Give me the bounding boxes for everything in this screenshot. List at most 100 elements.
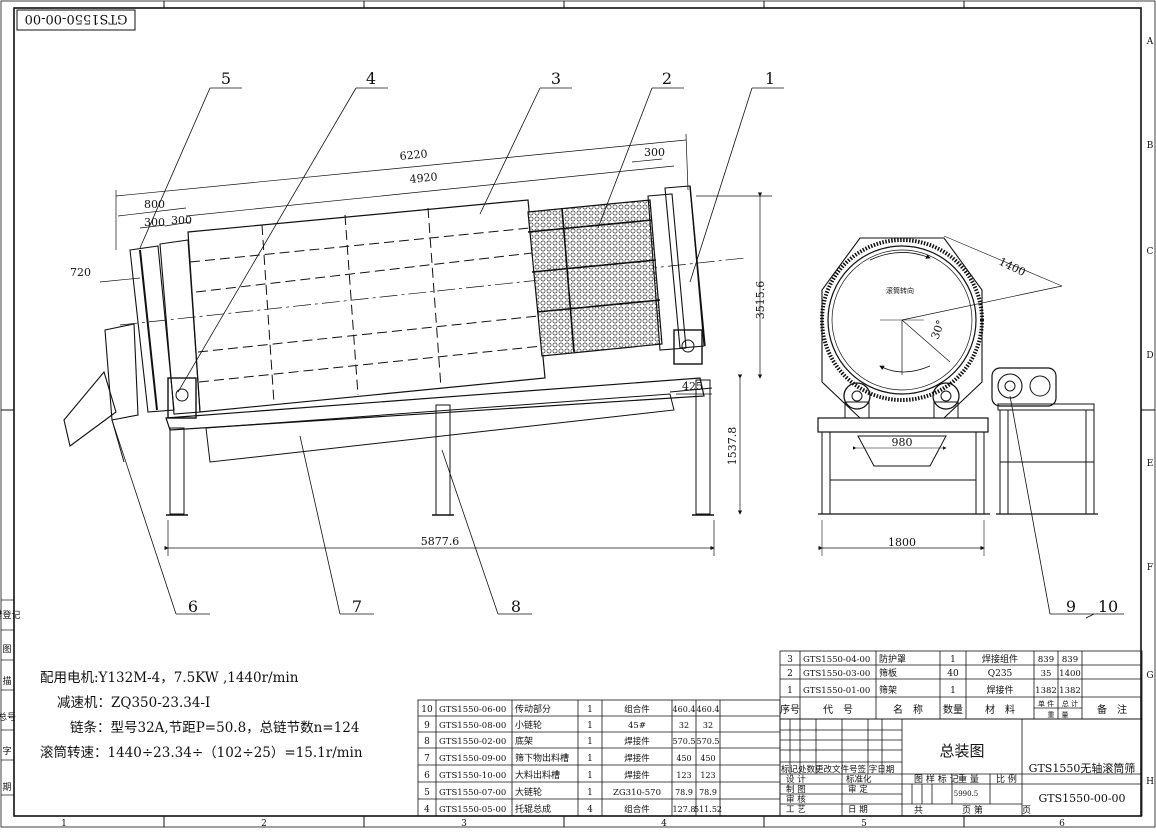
title-block-grid [779, 718, 1143, 817]
change-row-label: 标记处数更改文件号签 字日期 [781, 764, 894, 775]
bom-cell-unit: 35 [1041, 669, 1052, 679]
bom-cell-material: 组合件 [624, 804, 650, 815]
left-margin-label: 描 [2, 675, 11, 687]
bom-cell-code: GTS1550-04-00 [803, 655, 870, 665]
bom-header-no: 序号 [780, 703, 800, 716]
bom-cell-code: GTS1550-09-00 [439, 754, 506, 764]
bom-cell-total: 1400 [1059, 669, 1081, 679]
bom-cell-code: GTS1550-06-00 [439, 705, 506, 715]
bom-cell-code: GTS1550-07-00 [439, 788, 506, 798]
sheet-label: 页 第 [962, 804, 983, 816]
bom-cell-total: 1382 [1059, 686, 1081, 696]
bom-header-name: 名 称 [893, 703, 923, 716]
bom-header-remark: 备 注 [1097, 703, 1127, 716]
drawing-title: 总装图 [939, 742, 984, 760]
dim-720: 720 [70, 266, 91, 279]
part-balloon-number: 10 [1098, 597, 1118, 616]
bom-cell-name: 底架 [515, 735, 533, 747]
bom-cell-material: 45# [628, 721, 646, 731]
bom-cell-no: 1 [787, 686, 793, 696]
left-margin-label: 总号 [0, 711, 16, 723]
bom-cell-material: 焊接件 [624, 736, 650, 747]
bom-cell-qty: 40 [947, 669, 959, 679]
bom-header-code: 代 号 [823, 704, 853, 716]
part-balloon-number: 8 [511, 597, 521, 616]
perforated-screen [527, 199, 663, 357]
grid-column-label: 1 [61, 819, 67, 828]
scale-header: 比 例 [996, 773, 1017, 785]
bom-cell-qty: 1 [587, 771, 593, 781]
total-sheets-label: 共 [914, 805, 923, 816]
part-balloon-number: 9 [1066, 597, 1076, 616]
code-stamp: GTS1550-00-00 [16, 9, 136, 31]
weight-header: 重 量 [958, 773, 979, 785]
bom-cell-name: 传动部分 [515, 703, 551, 715]
check-label: 审 核 [786, 794, 806, 805]
grid-row-label: F [1147, 563, 1153, 573]
bom-cell-code: GTS1550-05-00 [439, 805, 506, 815]
grid-row-label: G [1146, 671, 1153, 681]
gear-ring [820, 238, 984, 402]
process-label: 工 艺 [786, 805, 806, 815]
left-margin-label: 字 [2, 745, 11, 757]
dim-980: 980 [892, 436, 913, 449]
dim-300-mid: 300 [171, 214, 192, 227]
bom-cell-unit: 450 [676, 754, 691, 763]
part-balloon-number: 5 [221, 69, 231, 88]
bom-cell-material: 焊接件 [986, 684, 1013, 696]
bom-cell-no: 7 [424, 754, 430, 764]
bom-cell-name: 大料出料槽 [515, 769, 560, 781]
base-beam [165, 377, 705, 431]
left-margin-table [1, 599, 14, 796]
left-margin-label: 期 [2, 782, 11, 793]
page-label: 页 [1022, 805, 1031, 816]
bom-cell-no: 3 [787, 655, 793, 665]
bom-header-material: 材 料 [985, 703, 1015, 716]
dim-30-deg: 30° [929, 318, 948, 341]
dim-5877: 5877.6 [421, 535, 460, 548]
date-label: 日 期 [848, 805, 868, 815]
bom-cell-material: 焊接件 [624, 770, 650, 781]
bom-cell-code: GTS1550-03-00 [803, 669, 870, 679]
bom-cell-unit: 570.5 [673, 737, 696, 746]
grid-row-label: A [1146, 37, 1154, 47]
bom-cell-qty: 4 [587, 805, 593, 815]
bom-cell-total: 839 [1062, 655, 1078, 665]
stage-header: 图 样 标 记 [914, 773, 959, 785]
technical-notes: 配用电机:Y132M-4，7.5KW ,1440r/min 减速机：ZQ350-… [40, 666, 400, 766]
dim-6220: 6220 [399, 147, 428, 163]
part-balloon-number: 4 [366, 69, 376, 88]
bom-cell-name: 筛板 [879, 667, 897, 679]
bom-cell-material: 焊接件 [624, 753, 650, 764]
bom-cell-name: 托辊总成 [515, 803, 551, 815]
dim-3515: 3515.6 [754, 281, 767, 320]
review-label: 审 定 [848, 784, 868, 795]
bom-cell-total: 32 [703, 721, 713, 730]
note-speed: 滚筒转速：1440÷23.34÷（102÷25）=15.1r/min [40, 745, 363, 761]
dim-4920: 4920 [409, 170, 438, 186]
bom-cell-unit: 32 [679, 721, 689, 730]
part-balloon-number: 1 [765, 69, 775, 88]
bom-header-total: 总 计 [1062, 699, 1078, 708]
dim-425: 425 [682, 380, 703, 393]
drive-unit [991, 367, 1057, 407]
bom-header-unit: 单 件 [1038, 699, 1054, 708]
end-view [817, 235, 1098, 556]
part-balloon-number: 3 [551, 69, 561, 88]
grid-column-label: 4 [661, 819, 667, 828]
bom-cell-no: 8 [424, 737, 430, 747]
bom-cell-total: 78.9 [699, 788, 717, 797]
dim-1400: 1400 [997, 255, 1028, 279]
bom-cell-unit: 460.4 [673, 705, 696, 714]
design-label: 设 计 [786, 774, 806, 785]
code-stamp-text: GTS1550-00-00 [25, 11, 128, 26]
grid-column-label: 3 [461, 819, 467, 828]
bom-cell-unit: 839 [1038, 655, 1054, 665]
part-balloon-number: 2 [662, 69, 672, 88]
bom-cell-material: Q235 [988, 669, 1013, 679]
bom-cell-no: 5 [424, 788, 430, 798]
